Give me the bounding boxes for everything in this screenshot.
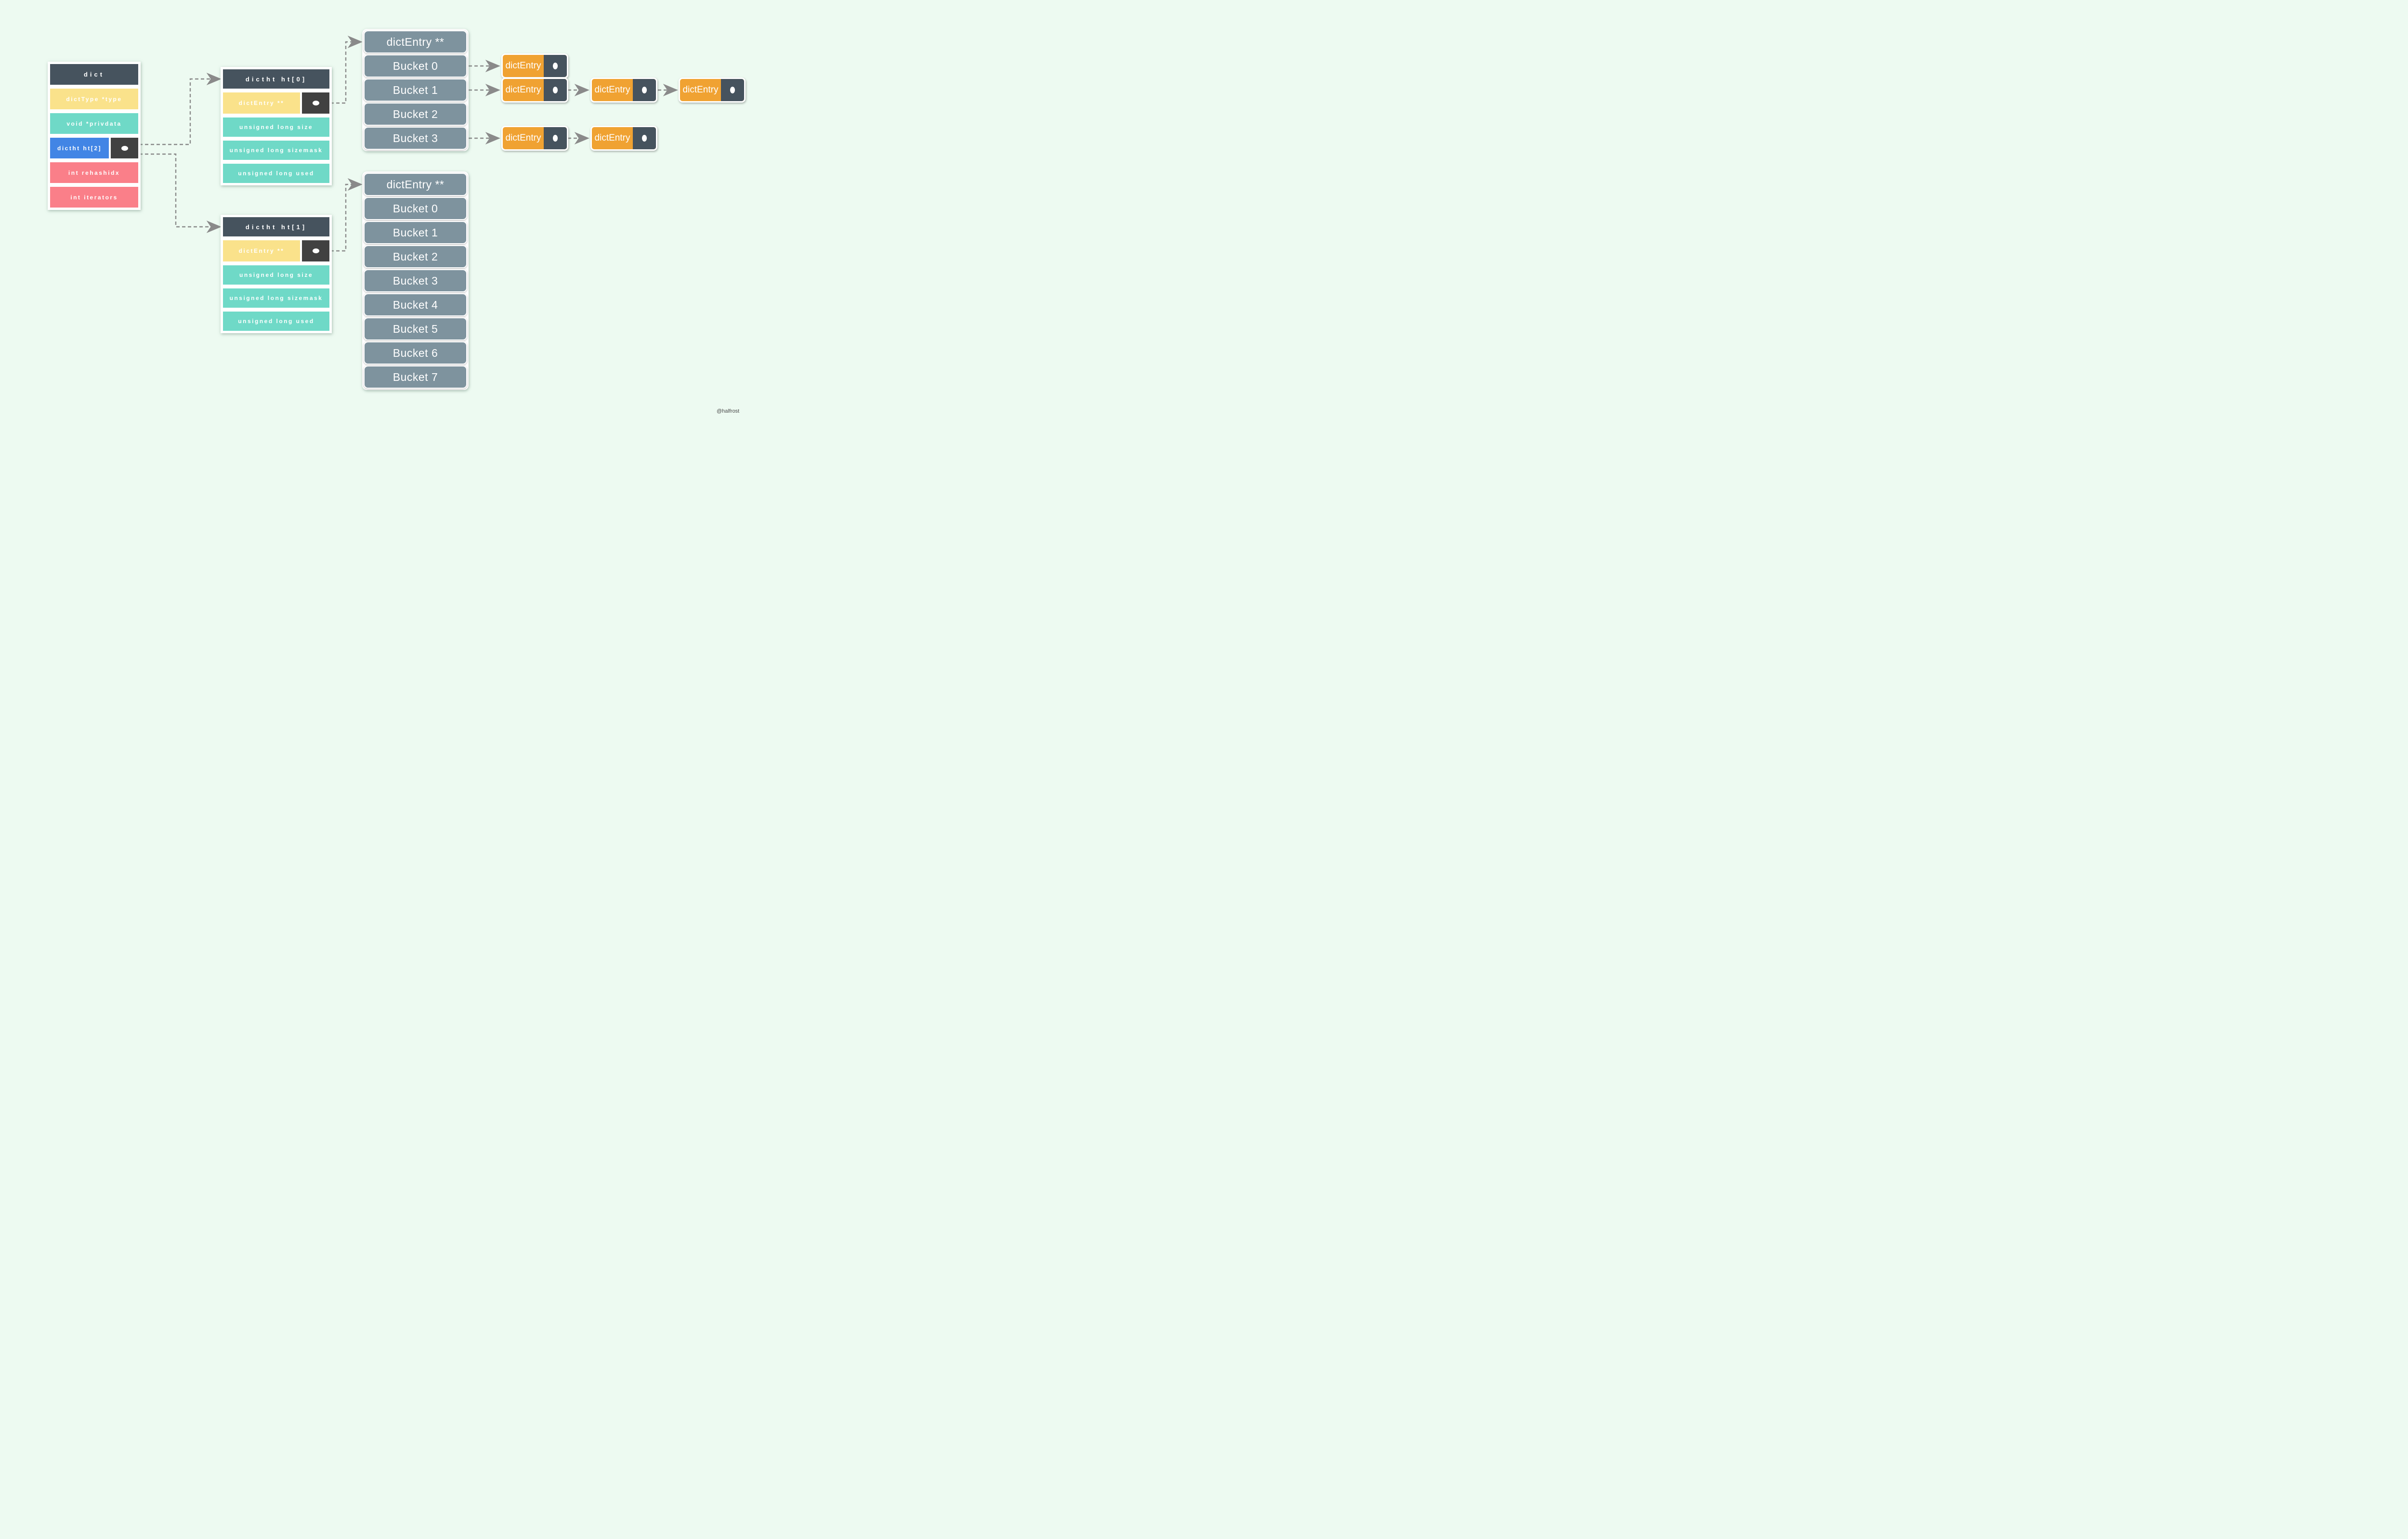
connector-ht2-to-ht0 [133, 73, 222, 145]
entry-label: dictEntry [505, 133, 541, 143]
ht1-field-used: unsigned long used [223, 312, 329, 331]
bottom-bucket-array-header: dictEntry ** [364, 173, 467, 196]
pointer-dot [642, 135, 647, 142]
dict-field-type: dictType *type [50, 89, 138, 109]
entry-next-pointer-cell [544, 55, 567, 77]
pointer-dot [553, 135, 558, 142]
top-bucket-3: Bucket 3 [364, 127, 467, 150]
top-bucket-2: Bucket 2 [364, 103, 467, 126]
dict-field-ht-label: dictht ht[2] [50, 138, 109, 158]
top-bucket-0: Bucket 0 [364, 54, 467, 78]
ht0-field-sizemask: unsigned long sizemask [223, 141, 329, 160]
ht0-field-table-label: dictEntry ** [223, 92, 300, 114]
entry-next-pointer-cell [544, 79, 567, 101]
bottom-bucket-5: Bucket 5 [364, 317, 467, 340]
dict-field-iterators: int iterators [50, 187, 138, 208]
ht1-field-table-label: dictEntry ** [223, 240, 300, 261]
bottom-bucket-3: Bucket 3 [364, 269, 467, 292]
pointer-dot [642, 87, 647, 93]
ht1-field-sizemask: unsigned long sizemask [223, 288, 329, 308]
entry-label: dictEntry [594, 85, 630, 95]
entry-next-pointer-cell [544, 127, 567, 149]
top-bucket-array: dictEntry ** Bucket 0 Bucket 1 Bucket 2 … [362, 29, 469, 151]
entry-label: dictEntry [594, 133, 630, 143]
dict-ht-pointer-cell [111, 138, 138, 158]
ht1-field-table: dictEntry ** [223, 240, 329, 261]
ht0-field-table: dictEntry ** [223, 92, 329, 114]
bottom-bucket-2: Bucket 2 [364, 245, 467, 268]
entry-label: dictEntry [682, 85, 719, 95]
bottom-bucket-array: dictEntry ** Bucket 0 Bucket 1 Bucket 2 … [362, 171, 469, 390]
bucket1-entry-2: dictEntry [590, 78, 657, 103]
bucket1-entry-1: dictEntry [501, 78, 568, 103]
top-bucket-array-header: dictEntry ** [364, 30, 467, 53]
bottom-bucket-6: Bucket 6 [364, 341, 467, 365]
bottom-bucket-0: Bucket 0 [364, 197, 467, 220]
dict-struct: dict dictType *type void *privdata dicth… [48, 62, 141, 210]
ht0-field-used: unsigned long used [223, 164, 329, 183]
connector-ht2-to-ht1 [133, 153, 222, 233]
ht1-struct-header: dictht ht[1] [223, 217, 329, 236]
entry-next-pointer-cell [633, 127, 656, 149]
entry-label: dictEntry [505, 61, 541, 71]
dict-field-privdata: void *privdata [50, 113, 138, 134]
bottom-bucket-4: Bucket 4 [364, 293, 467, 316]
bottom-bucket-7: Bucket 7 [364, 365, 467, 389]
entry-label: dictEntry [505, 85, 541, 95]
bucket3-entry-2: dictEntry [590, 126, 657, 151]
ht1-struct: dictht ht[1] dictEntry ** unsigned long … [221, 215, 332, 333]
ht1-field-size: unsigned long size [223, 265, 329, 285]
pointer-dot [312, 248, 319, 253]
ht0-struct-header: dictht ht[0] [223, 69, 329, 89]
dict-field-rehashidx: int rehashidx [50, 162, 138, 183]
redis-dict-diagram: dict dictType *type void *privdata dicth… [0, 0, 755, 429]
ht0-field-size: unsigned long size [223, 117, 329, 137]
pointer-dot [730, 87, 735, 93]
ht1-table-pointer-cell [302, 240, 329, 261]
watermark: @halfrost [717, 408, 740, 414]
ht0-table-pointer-cell [302, 92, 329, 114]
pointer-dot [121, 145, 128, 151]
bucket1-entry-3: dictEntry [679, 78, 746, 103]
dict-struct-header: dict [50, 64, 138, 85]
bottom-bucket-1: Bucket 1 [364, 221, 467, 244]
ht0-struct: dictht ht[0] dictEntry ** unsigned long … [221, 67, 332, 185]
bucket0-entry-1: dictEntry [501, 53, 568, 78]
pointer-dot [553, 63, 558, 69]
pointer-dot [553, 87, 558, 93]
top-bucket-1: Bucket 1 [364, 78, 467, 102]
entry-next-pointer-cell [721, 79, 744, 101]
bucket3-entry-1: dictEntry [501, 126, 568, 151]
entry-next-pointer-cell [633, 79, 656, 101]
dict-field-ht: dictht ht[2] [50, 138, 138, 158]
pointer-dot [312, 101, 319, 105]
